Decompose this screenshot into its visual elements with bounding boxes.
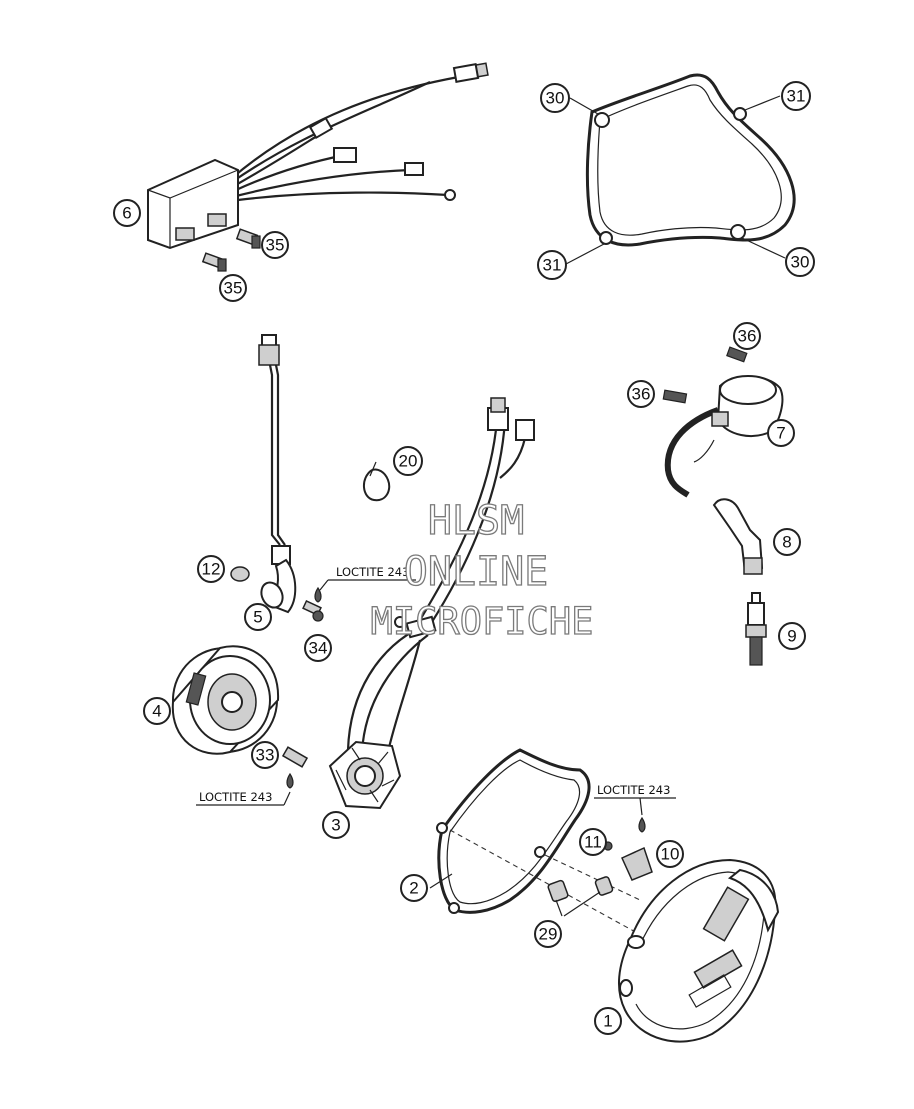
svg-text:12: 12 bbox=[202, 560, 221, 579]
svg-text:4: 4 bbox=[152, 702, 161, 721]
svg-text:11: 11 bbox=[584, 833, 602, 852]
callout-30-bottom: 30 bbox=[785, 247, 815, 277]
svg-text:30: 30 bbox=[791, 253, 810, 272]
svg-text:5: 5 bbox=[253, 608, 262, 627]
ignition-coil-part bbox=[664, 375, 784, 498]
callout-29: 29 bbox=[534, 920, 562, 948]
nut-12 bbox=[230, 566, 250, 582]
bolt-35-upper bbox=[235, 228, 261, 249]
watermark: HLSM ONLINE MICROFICHE bbox=[370, 497, 594, 643]
callout-7: 7 bbox=[767, 419, 795, 447]
cdi-unit-part bbox=[147, 62, 489, 250]
callout-33: 33 bbox=[251, 741, 279, 769]
flywheel-part bbox=[171, 645, 280, 755]
callout-30-top: 30 bbox=[540, 83, 570, 113]
svg-text:LOCTITE 243: LOCTITE 243 bbox=[597, 783, 670, 797]
callout-36-left: 36 bbox=[627, 380, 655, 408]
callout-2: 2 bbox=[400, 874, 428, 902]
callout-4: 4 bbox=[143, 697, 171, 725]
callout-6: 6 bbox=[113, 199, 141, 227]
callout-12: 12 bbox=[197, 555, 225, 583]
loctite-label-34: LOCTITE 243 bbox=[319, 565, 416, 591]
stator-part bbox=[328, 397, 535, 810]
callout-8: 8 bbox=[773, 528, 801, 556]
svg-text:20: 20 bbox=[399, 452, 418, 471]
svg-text:9: 9 bbox=[787, 627, 796, 646]
callout-34: 34 bbox=[304, 634, 332, 662]
bolt-35-lower bbox=[201, 252, 227, 272]
pickup-sensor-part bbox=[258, 334, 297, 614]
callout-3: 3 bbox=[322, 811, 350, 839]
svg-text:29: 29 bbox=[539, 925, 558, 944]
callout-11: 11 bbox=[579, 828, 607, 856]
loctite-label-33: LOCTITE 243 bbox=[196, 790, 291, 806]
svg-text:31: 31 bbox=[543, 256, 562, 275]
bolt-36-upper bbox=[726, 346, 748, 363]
callout-5: 5 bbox=[244, 603, 272, 631]
svg-text:36: 36 bbox=[632, 385, 651, 404]
svg-text:10: 10 bbox=[661, 845, 680, 864]
svg-text:35: 35 bbox=[266, 236, 285, 255]
svg-text:6: 6 bbox=[122, 204, 131, 223]
dowel-pins-29 bbox=[547, 876, 614, 917]
svg-text:7: 7 bbox=[776, 424, 785, 443]
svg-text:8: 8 bbox=[782, 533, 791, 552]
bracket-10 bbox=[621, 846, 653, 881]
callout-9: 9 bbox=[778, 622, 806, 650]
ignition-cover-part bbox=[618, 858, 780, 1043]
svg-text:1: 1 bbox=[603, 1012, 612, 1031]
svg-text:MICROFICHE: MICROFICHE bbox=[371, 600, 594, 643]
svg-text:36: 36 bbox=[738, 327, 757, 346]
svg-text:33: 33 bbox=[256, 746, 275, 765]
svg-text:ONLINE: ONLINE bbox=[404, 549, 549, 595]
bolt-36-left bbox=[662, 389, 688, 404]
svg-text:LOCTITE 243: LOCTITE 243 bbox=[199, 790, 272, 804]
svg-text:2: 2 bbox=[409, 879, 418, 898]
cover-gasket-top bbox=[565, 73, 796, 265]
cable-clip-20 bbox=[363, 461, 391, 502]
svg-text:HLSM: HLSM bbox=[428, 498, 524, 544]
callout-36-upper: 36 bbox=[733, 322, 761, 350]
nut-11 bbox=[603, 816, 646, 851]
callout-31-bottom: 31 bbox=[537, 250, 567, 280]
callout-10: 10 bbox=[656, 840, 684, 868]
svg-text:34: 34 bbox=[309, 639, 328, 658]
ignition-cover-gasket bbox=[429, 748, 651, 941]
callout-31-top: 31 bbox=[781, 81, 811, 111]
loctite-label-11: LOCTITE 243 bbox=[594, 783, 676, 816]
callout-20: 20 bbox=[393, 446, 423, 476]
bolt-33 bbox=[281, 746, 309, 789]
spark-plug-cap-part bbox=[712, 498, 764, 575]
callout-35-upper: 35 bbox=[261, 231, 289, 259]
svg-text:LOCTITE 243: LOCTITE 243 bbox=[336, 565, 409, 579]
spark-plug-part bbox=[745, 592, 767, 666]
svg-text:30: 30 bbox=[546, 89, 565, 108]
svg-text:3: 3 bbox=[331, 816, 340, 835]
svg-text:35: 35 bbox=[224, 279, 243, 298]
svg-text:31: 31 bbox=[787, 87, 806, 106]
callout-35-lower: 35 bbox=[219, 274, 247, 302]
screw-34 bbox=[302, 586, 324, 622]
callout-1: 1 bbox=[594, 1007, 622, 1035]
